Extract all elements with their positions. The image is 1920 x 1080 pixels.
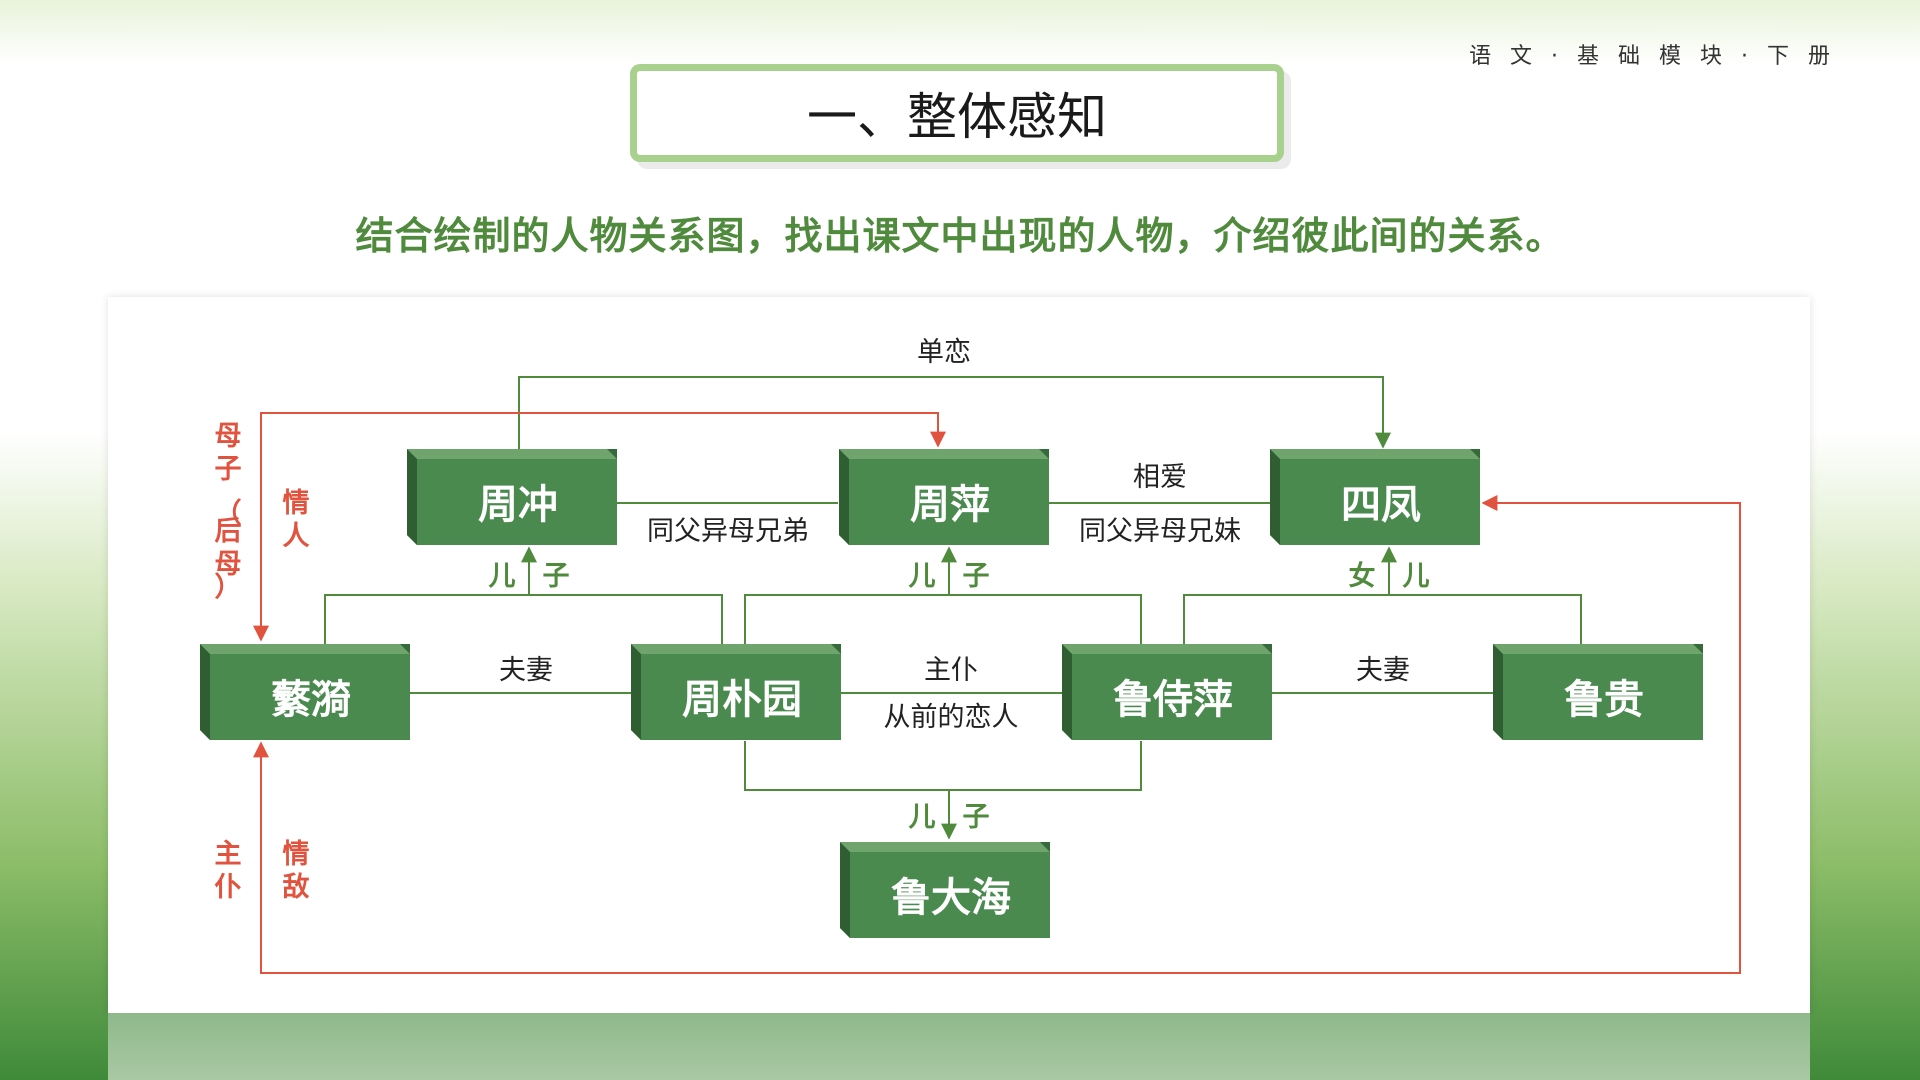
- rel-half-brothers: 同父异母兄弟: [647, 516, 809, 547]
- rel-master-servant: 主仆: [924, 655, 978, 686]
- node-zhouchong: 周冲: [407, 449, 617, 545]
- side-label-stepmother-5: 母: [215, 549, 242, 580]
- side-label-stepmother-1: 母: [215, 421, 242, 452]
- node-sifeng: 四凤: [1270, 449, 1480, 545]
- side-label-stepmother-3: （: [215, 498, 242, 529]
- instruction-text: 结合绘制的人物关系图，找出课文中出现的人物，介绍彼此间的关系。: [355, 214, 1565, 258]
- side-label-master-2: 仆: [215, 872, 242, 903]
- rel-unrequited: 单恋: [917, 337, 971, 368]
- line-parents-zhouping: [744, 594, 1142, 644]
- rel-couple-left: 夫妻: [499, 655, 553, 686]
- node-label-lushiping: 鲁侍萍: [1113, 677, 1233, 723]
- side-label-rivals-2: 敌: [283, 872, 310, 903]
- child-label-sifeng-2: 儿: [1403, 561, 1430, 592]
- series-tag: 语 文 · 基 础 模 块 · 下 册: [1469, 44, 1836, 69]
- node-fanyi: 蘩漪: [200, 644, 410, 740]
- node-label-sifeng: 四凤: [1341, 482, 1421, 528]
- panel-bottom-band: [108, 1013, 1810, 1080]
- side-label-lovers-2: 人: [283, 521, 310, 552]
- node-label-lugui: 鲁贵: [1564, 677, 1644, 723]
- rel-in-love: 相爱: [1133, 462, 1187, 493]
- side-label-master-1: 主: [215, 839, 242, 870]
- child-label-zhouping-2: 子: [963, 561, 990, 592]
- child-label-zhouchong-1: 儿: [489, 561, 516, 592]
- node-lushiping: 鲁侍萍: [1062, 644, 1272, 740]
- child-label-zhouping-1: 儿: [909, 561, 936, 592]
- side-label-lovers-1: 情: [283, 488, 310, 519]
- child-label-ludahai-2: 子: [963, 802, 990, 833]
- line-parents-ludahai: [744, 741, 1142, 791]
- node-label-fanyi: 蘩漪: [271, 677, 351, 723]
- node-ludahai: 鲁大海: [840, 842, 1050, 938]
- node-label-zhouchong: 周冲: [478, 482, 558, 528]
- rel-couple-right: 夫妻: [1356, 655, 1410, 686]
- node-zhouping: 周萍: [839, 449, 1049, 545]
- child-label-ludahai-1: 儿: [909, 802, 936, 833]
- line-rivals: [253, 495, 1741, 974]
- side-label-rivals-1: 情: [283, 839, 310, 870]
- line-parents-zhouchong: [324, 594, 723, 644]
- section-title: 一、整体感知: [630, 64, 1284, 162]
- line-parents-sifeng: [1183, 594, 1582, 644]
- child-label-zhouchong-2: 子: [543, 561, 570, 592]
- side-label-stepmother-2: 子: [215, 454, 242, 485]
- side-label-stepmother-4: 后: [215, 516, 242, 547]
- node-zhoupuyuan: 周朴园: [631, 644, 841, 740]
- child-label-sifeng-1: 女: [1349, 560, 1376, 592]
- node-label-zhoupuyuan: 周朴园: [682, 677, 802, 723]
- node-lugui: 鲁贵: [1493, 644, 1703, 740]
- rel-former-lovers: 从前的恋人: [884, 702, 1019, 733]
- node-label-ludahai: 鲁大海: [891, 875, 1011, 921]
- side-label-stepmother-6: ）: [215, 572, 242, 603]
- rel-half-siblings: 同父异母兄妹: [1079, 516, 1241, 547]
- node-label-zhouping: 周萍: [910, 482, 990, 528]
